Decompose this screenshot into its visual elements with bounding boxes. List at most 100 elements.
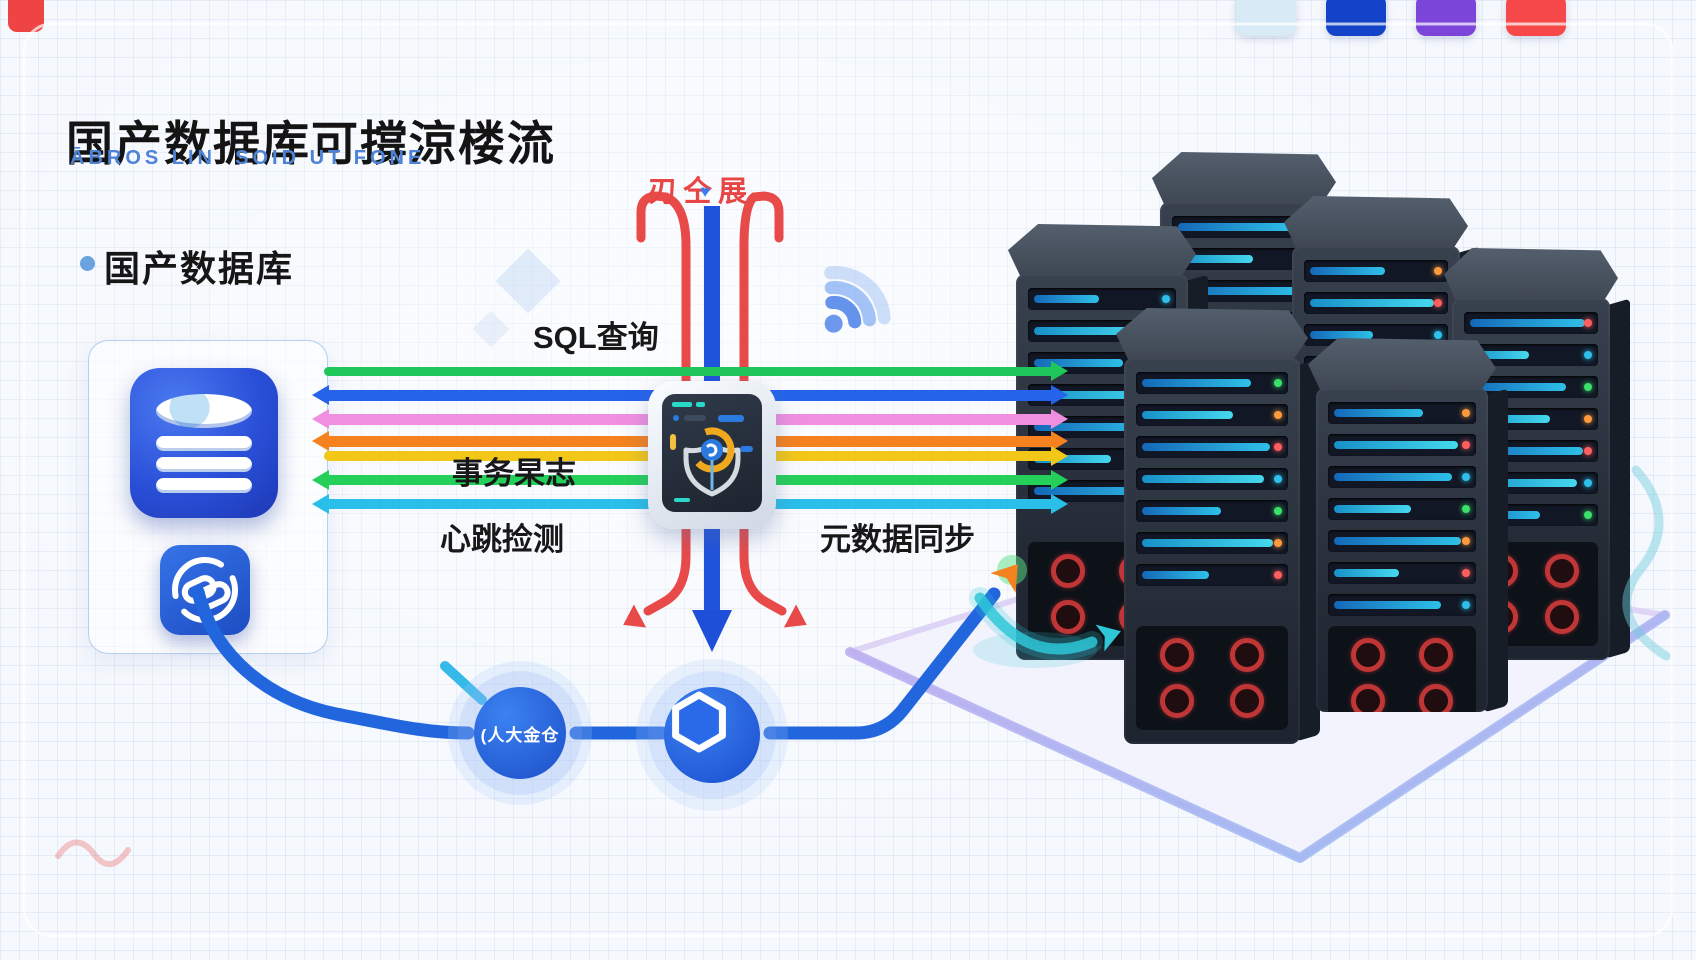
- status-led: [1274, 443, 1282, 451]
- dial: [1051, 554, 1085, 588]
- server-slot: [1304, 260, 1448, 282]
- swatch-1: [1326, 0, 1386, 36]
- diamond-decor-small: [472, 310, 510, 348]
- dial: [1160, 638, 1194, 672]
- status-led: [1274, 507, 1282, 515]
- orange-arrowhead: [990, 564, 1018, 593]
- activity-bar: [1334, 505, 1411, 513]
- teal-swoosh: [969, 587, 1121, 668]
- status-led: [1584, 415, 1592, 423]
- page-subtitle: ĀBROS LIN SOID UT FONE: [70, 147, 426, 169]
- status-led: [1274, 571, 1282, 579]
- dial: [1051, 600, 1085, 634]
- transaction-log-label: 事务杲志: [452, 456, 576, 491]
- tower-top: [1152, 152, 1336, 210]
- activity-bar: [1142, 507, 1222, 515]
- activity-bar: [1034, 423, 1153, 431]
- activity-bar: [1334, 441, 1459, 449]
- server-slot: [1136, 468, 1288, 490]
- bullet-dot: [80, 256, 95, 271]
- red-flow-lines: [623, 191, 807, 628]
- shield-device: [648, 381, 776, 529]
- heartbeat-label: 心跳捡测: [440, 522, 564, 557]
- database-icon: [130, 368, 278, 518]
- swatch-3: [1506, 0, 1566, 36]
- dial: [1230, 638, 1264, 672]
- arrow-head-left: [312, 385, 329, 405]
- status-led: [1462, 537, 1470, 545]
- swatch-0: [1236, 0, 1296, 36]
- tower-top: [1008, 224, 1196, 282]
- activity-bar: [1470, 415, 1551, 423]
- activity-bar: [1310, 267, 1385, 275]
- activity-bar: [1142, 443, 1270, 451]
- status-led: [1584, 479, 1592, 487]
- server-tower: [1116, 308, 1320, 744]
- dial: [1351, 638, 1385, 672]
- kingbase-node: (人大金仓: [474, 687, 566, 779]
- activity-bar: [1334, 601, 1441, 609]
- server-slot: [1328, 530, 1476, 552]
- arrow-head-right: [1051, 446, 1068, 466]
- activity-bar: [1310, 299, 1434, 307]
- status-led: [1584, 319, 1592, 327]
- activity-bar: [1142, 411, 1234, 419]
- section-heading: 国产数据库: [104, 248, 295, 289]
- arrow-head-left: [312, 494, 329, 514]
- status-led: [1274, 379, 1282, 387]
- color-swatches: [1236, 0, 1566, 36]
- activity-bar: [1034, 391, 1159, 399]
- arrow-head-right: [1051, 409, 1068, 429]
- arrow-head-right: [1051, 385, 1068, 405]
- cyan-stub: [440, 661, 487, 705]
- server-slot: [1136, 436, 1288, 458]
- status-led: [1584, 511, 1592, 519]
- sql-query-label: SQL查询: [533, 320, 659, 355]
- arrow-head-left: [312, 409, 329, 429]
- arrow-line: [324, 366, 1056, 376]
- heart-icon: ♥: [700, 182, 711, 201]
- status-led: [1274, 539, 1282, 547]
- server-slot: [1328, 498, 1476, 520]
- red-arrowhead-right: [783, 604, 807, 628]
- status-led: [1584, 447, 1592, 455]
- server-slot: [1328, 402, 1476, 424]
- status-led: [1462, 569, 1470, 577]
- teal-scribble: [1622, 465, 1671, 661]
- activity-bar: [1470, 479, 1578, 487]
- status-led: [1584, 351, 1592, 359]
- tower-face: [1316, 388, 1488, 712]
- activity-bar: [1142, 475, 1264, 483]
- dial: [1544, 554, 1579, 588]
- activity-bar: [1178, 223, 1294, 231]
- activity-bar: [1470, 351, 1529, 359]
- activity-bar: [1034, 359, 1123, 367]
- status-led: [1462, 409, 1470, 417]
- server-slot: [1464, 344, 1598, 366]
- activity-bar: [1334, 409, 1423, 417]
- blue-down-arrowhead: [692, 610, 732, 652]
- tower-face: [1124, 358, 1300, 744]
- sql-query-flow: [312, 361, 1068, 381]
- bottom-connectors: [191, 585, 1001, 740]
- server-slot: [1328, 594, 1476, 616]
- activity-bar: [1034, 295, 1100, 303]
- activity-bar: [1334, 569, 1400, 577]
- activity-bar: [1178, 287, 1302, 295]
- activity-bar: [1470, 383, 1567, 391]
- status-led: [1462, 441, 1470, 449]
- arrow-head-right: [1051, 361, 1068, 381]
- arrow-head-right: [1051, 494, 1068, 514]
- server-tower: [1308, 338, 1508, 713]
- server-slot: [1328, 466, 1476, 488]
- page-title: 国产数据库可撐涼楼流: [66, 117, 556, 171]
- hexagon-icon: [672, 691, 726, 753]
- dial: [1544, 600, 1579, 634]
- status-led: [1274, 475, 1282, 483]
- server-slot: [1136, 532, 1288, 554]
- dial: [1419, 684, 1453, 712]
- server-slot: [1028, 288, 1176, 310]
